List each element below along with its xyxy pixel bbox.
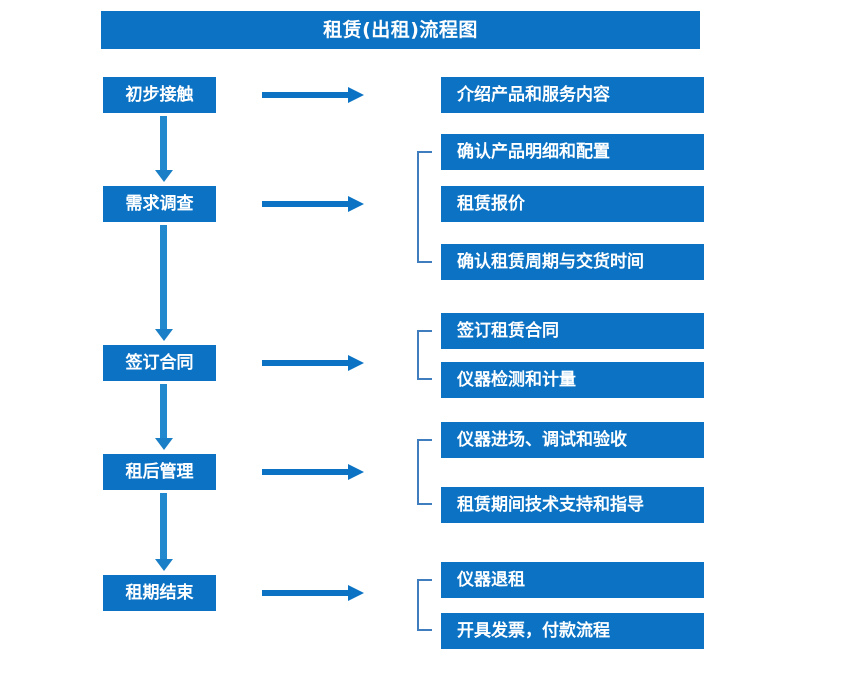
detail-label-3: 租赁报价 — [457, 193, 525, 214]
down-arrow-icon-4 — [155, 493, 173, 571]
down-arrow-icon-1 — [155, 116, 173, 182]
detail-box-2[interactable]: 确认产品明细和配置 — [441, 134, 704, 170]
group-bracket-icon-2 — [417, 330, 432, 380]
detail-box-6[interactable]: 仪器检测和计量 — [441, 362, 704, 398]
stage-box-1[interactable]: 初步接触 — [103, 77, 216, 113]
group-bracket-icon-4 — [417, 579, 432, 631]
stage-label-4: 租后管理 — [125, 461, 194, 482]
right-arrow-icon-4 — [262, 464, 364, 480]
detail-box-4[interactable]: 确认租赁周期与交货时间 — [441, 244, 704, 280]
stage-label-5: 租期结束 — [125, 582, 194, 603]
detail-label-5: 签订租赁合同 — [457, 320, 559, 341]
group-bracket-icon-3 — [417, 439, 432, 505]
right-arrow-icon-1 — [262, 87, 364, 103]
detail-box-1[interactable]: 介绍产品和服务内容 — [441, 77, 704, 113]
detail-label-1: 介绍产品和服务内容 — [457, 84, 610, 105]
group-bracket-icon-1 — [417, 151, 432, 263]
detail-label-6: 仪器检测和计量 — [457, 369, 576, 390]
detail-label-4: 确认租赁周期与交货时间 — [457, 251, 644, 272]
stage-box-3[interactable]: 签订合同 — [103, 345, 216, 381]
diagram-title-bar: 租赁(出租)流程图 — [101, 11, 700, 49]
stage-box-5[interactable]: 租期结束 — [103, 575, 216, 611]
right-arrow-icon-2 — [262, 196, 364, 212]
right-arrow-icon-3 — [262, 355, 364, 371]
detail-box-8[interactable]: 租赁期间技术支持和指导 — [441, 487, 704, 523]
detail-label-7: 仪器进场、调试和验收 — [457, 429, 627, 450]
detail-label-8: 租赁期间技术支持和指导 — [457, 494, 644, 515]
stage-box-2[interactable]: 需求调查 — [103, 186, 216, 222]
detail-label-2: 确认产品明细和配置 — [457, 141, 610, 162]
stage-box-4[interactable]: 租后管理 — [103, 454, 216, 490]
stage-label-1: 初步接触 — [125, 84, 194, 105]
right-arrow-icon-5 — [262, 585, 364, 601]
detail-box-7[interactable]: 仪器进场、调试和验收 — [441, 422, 704, 458]
detail-label-10: 开具发票，付款流程 — [457, 620, 610, 641]
detail-label-9: 仪器退租 — [457, 569, 525, 590]
down-arrow-icon-2 — [155, 225, 173, 341]
down-arrow-icon-3 — [155, 384, 173, 450]
detail-box-10[interactable]: 开具发票，付款流程 — [441, 613, 704, 649]
stage-label-2: 需求调查 — [125, 193, 194, 214]
page-title: 租赁(出租)流程图 — [323, 18, 478, 41]
detail-box-5[interactable]: 签订租赁合同 — [441, 313, 704, 349]
detail-box-9[interactable]: 仪器退租 — [441, 562, 704, 598]
stage-label-3: 签订合同 — [125, 352, 194, 373]
detail-box-3[interactable]: 租赁报价 — [441, 186, 704, 222]
